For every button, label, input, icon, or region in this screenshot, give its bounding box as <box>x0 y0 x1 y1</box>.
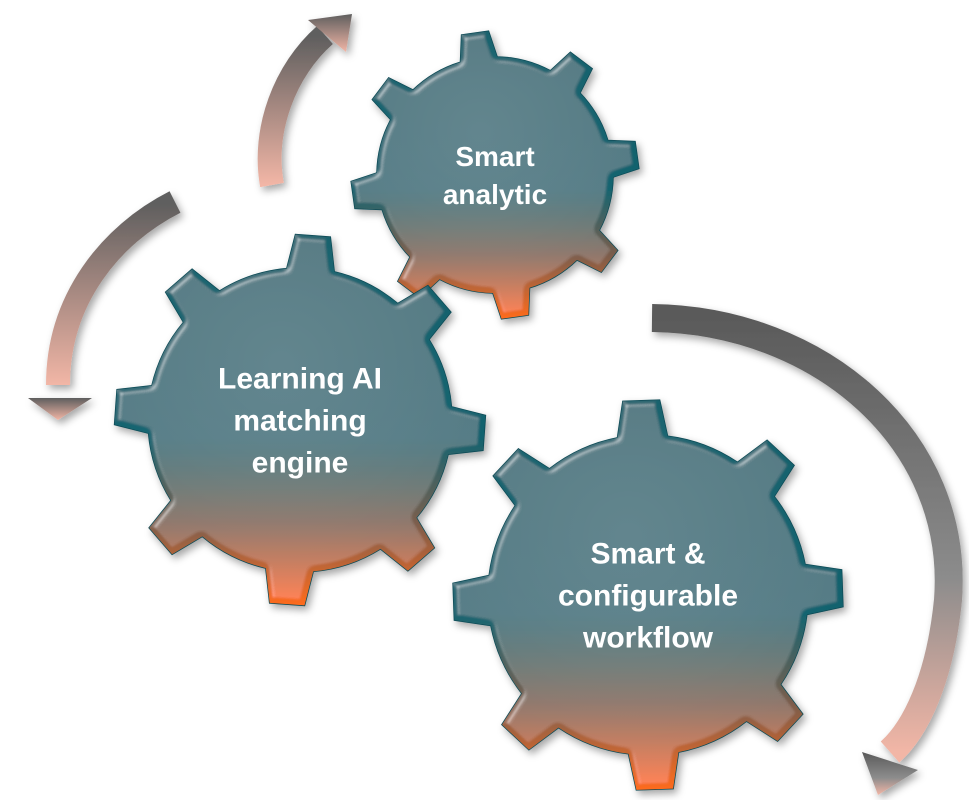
gear-learning-ai: Learning AI matching engine <box>113 233 487 607</box>
gear-label-line: matching <box>233 405 366 438</box>
gear-label: Smart analytic <box>443 141 547 210</box>
gear-label: Learning AI matching engine <box>218 363 382 480</box>
arrowhead-icon <box>308 14 352 52</box>
gear-label-line: analytic <box>443 179 547 210</box>
gear-smart-analytic: Smart analytic <box>350 30 640 320</box>
gear-label-line: Learning AI <box>218 363 382 396</box>
gear-label-line: engine <box>252 447 349 480</box>
arrow-to-smart-workflow <box>651 304 963 795</box>
arrow-to-smart-analytic <box>257 14 352 188</box>
gear-smart-workflow: Smart & configurable workflow <box>452 399 844 791</box>
gear-label: Smart & configurable workflow <box>558 538 738 655</box>
arrowhead-icon <box>862 752 918 795</box>
curved-arrow-icon <box>46 191 181 386</box>
gear-highlight <box>351 31 639 319</box>
arrowhead-icon <box>28 398 92 420</box>
arrow-to-learning-ai <box>28 191 181 420</box>
gear-label-line: Smart & <box>590 538 705 571</box>
gear-highlight <box>114 234 486 606</box>
gear-label-line: Smart <box>455 141 534 172</box>
curved-arrow-icon <box>257 25 334 188</box>
curved-arrow-icon <box>651 304 963 763</box>
gear-highlight <box>453 400 843 790</box>
gear-label-line: configurable <box>558 580 738 613</box>
gear-label-line: workflow <box>582 622 714 655</box>
